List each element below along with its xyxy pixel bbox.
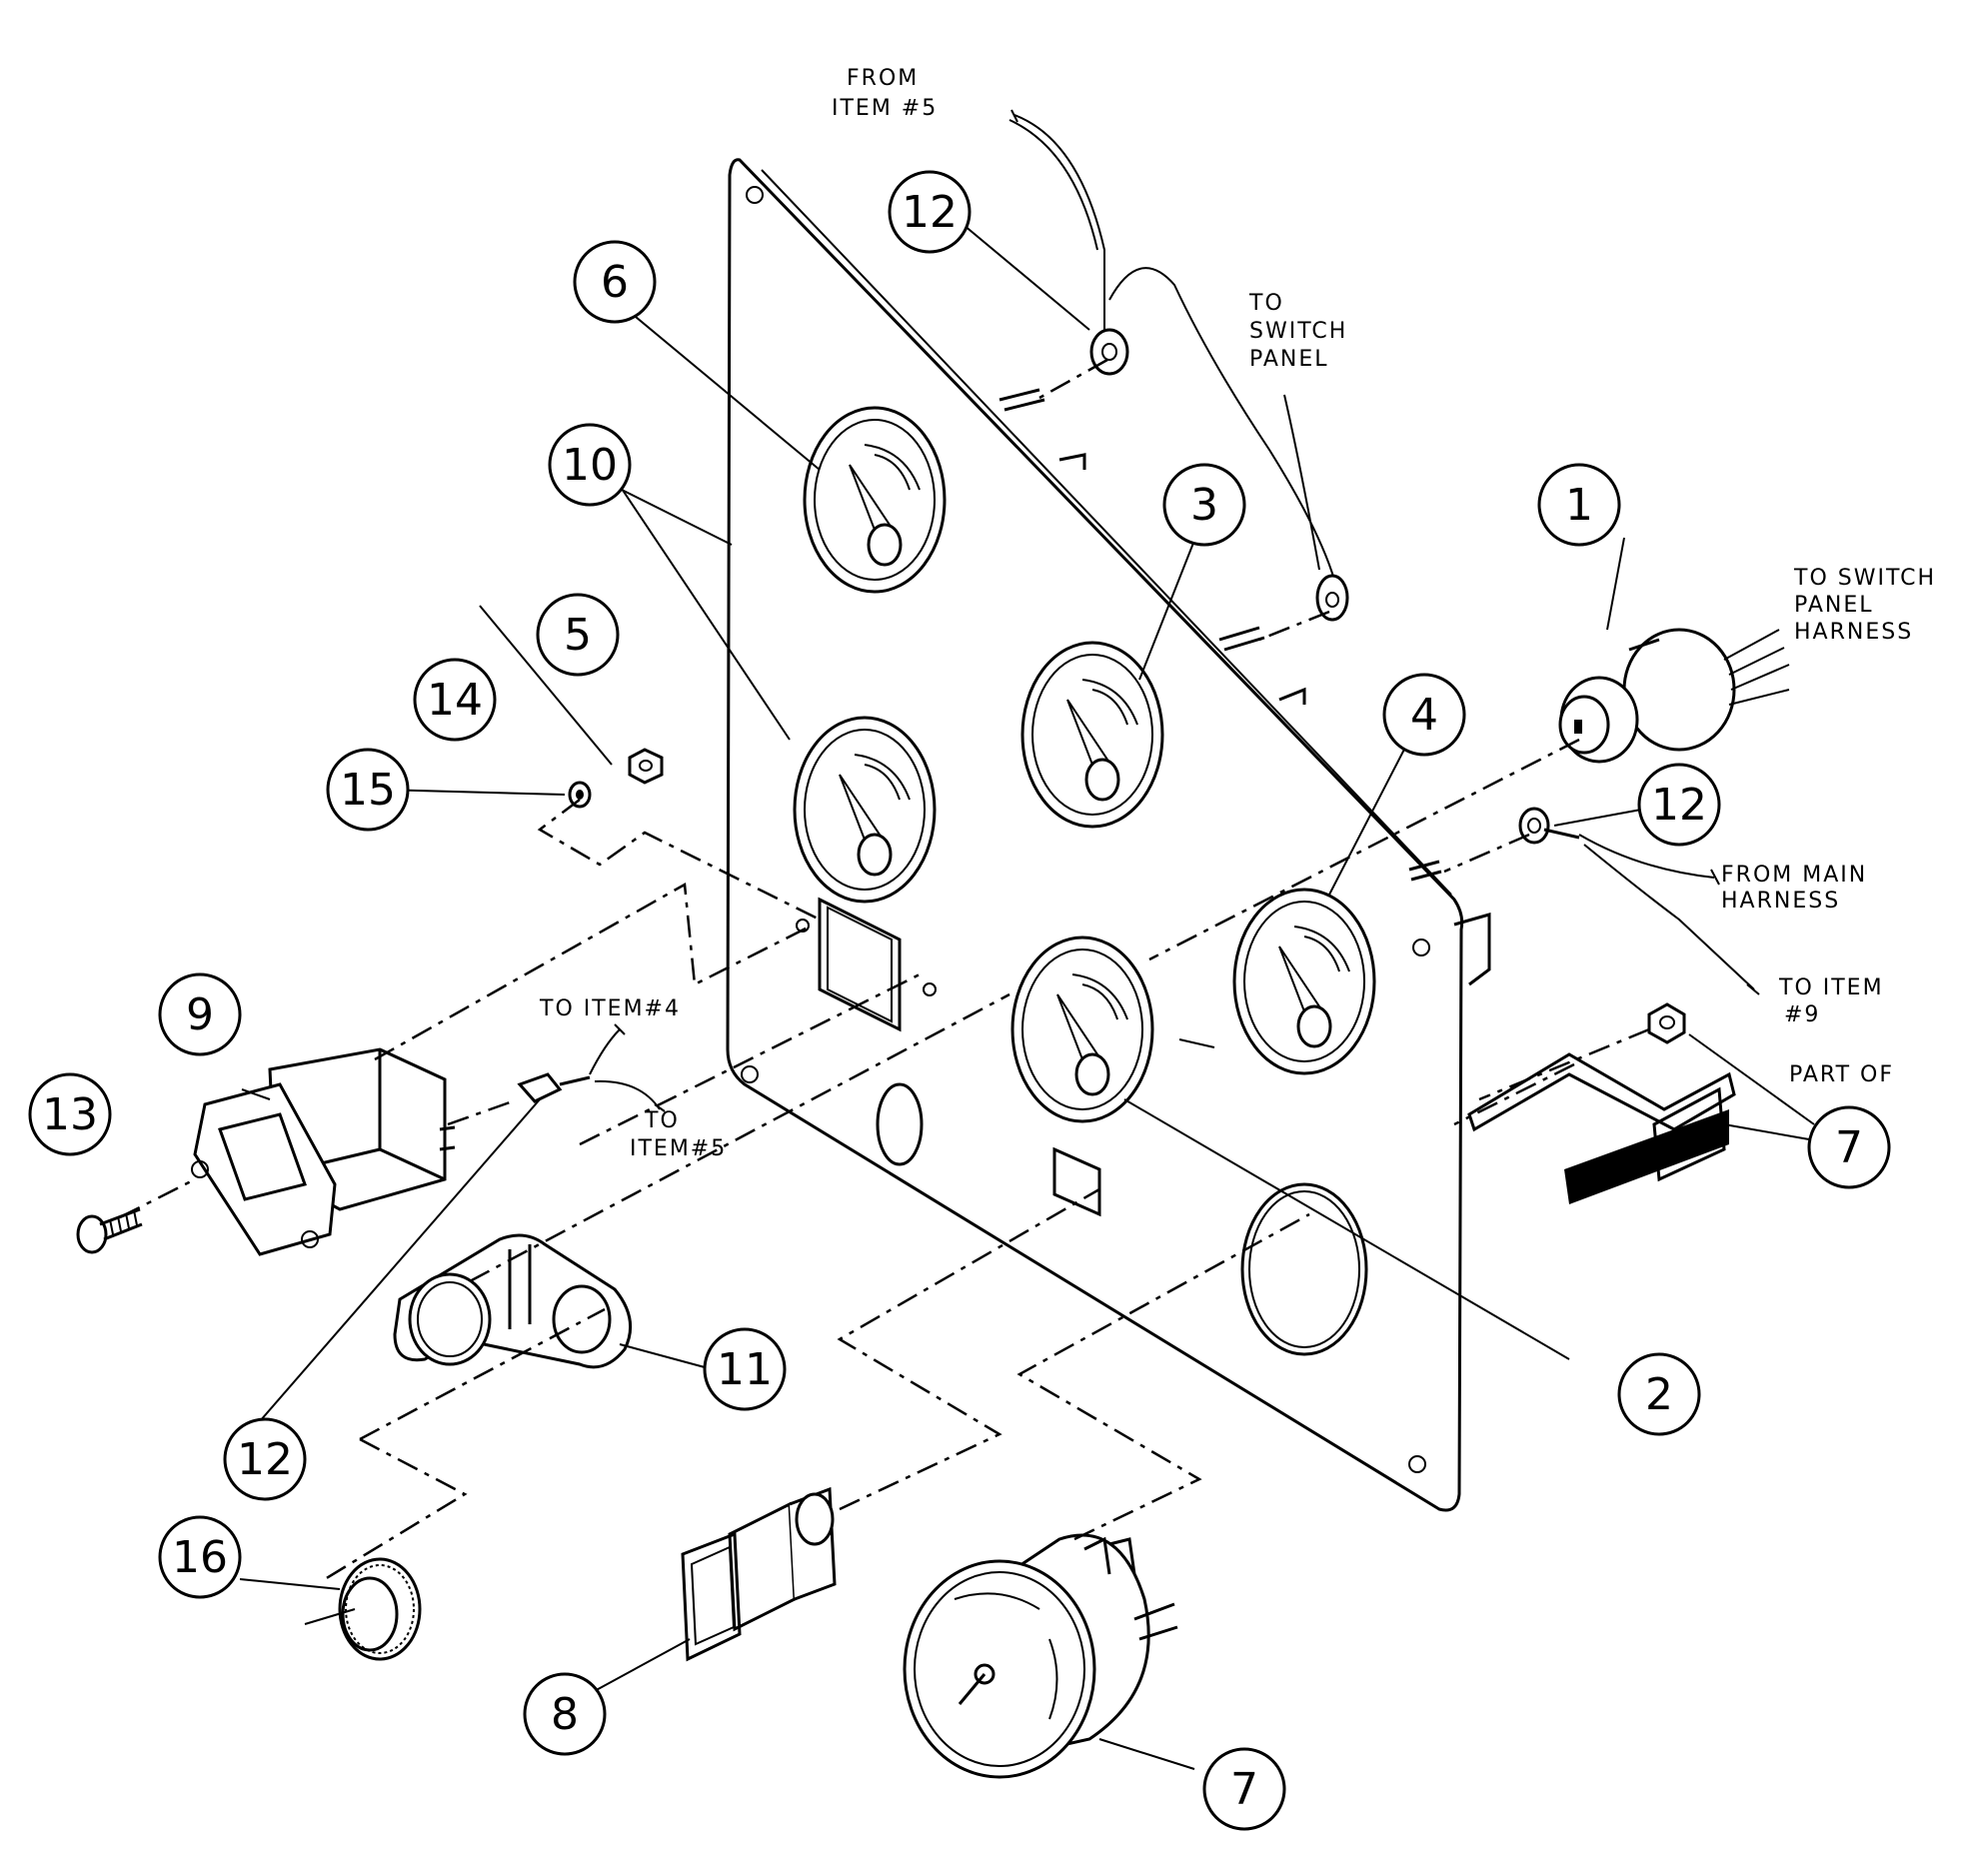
note-to-item5b-l2: ITEM#5 bbox=[630, 1136, 727, 1161]
gauge-2 bbox=[1010, 936, 1154, 1123]
large-gauge-cutout bbox=[1240, 1182, 1368, 1356]
note-to-item4: TO ITEM#4 bbox=[539, 996, 681, 1021]
svg-text:16: 16 bbox=[172, 1532, 228, 1583]
note-part-of: PART OF bbox=[1789, 1062, 1894, 1087]
note-to-switch-harness-l1: TO SWITCH bbox=[1793, 566, 1936, 591]
callout-4: 4 bbox=[1382, 673, 1466, 757]
callout-9: 9 bbox=[158, 972, 242, 1056]
note-to-switch-harness-l3: HARNESS bbox=[1794, 620, 1913, 645]
note-to-switch-panel-l2: SWITCH bbox=[1249, 319, 1347, 344]
svg-text:13: 13 bbox=[42, 1089, 98, 1140]
wires bbox=[517, 109, 1760, 1112]
oval-cutout bbox=[876, 1082, 924, 1166]
bracket bbox=[1467, 1002, 1736, 1204]
callout-1: 1 bbox=[1537, 463, 1621, 547]
svg-text:9: 9 bbox=[186, 989, 214, 1040]
callout-12a: 12 bbox=[888, 170, 972, 254]
bezel-plate bbox=[393, 1233, 633, 1369]
note-to-switch-harness-l2: PANEL bbox=[1794, 593, 1874, 618]
note-to-switch-panel-l3: PANEL bbox=[1249, 347, 1329, 372]
svg-text:3: 3 bbox=[1190, 480, 1218, 531]
callout-6: 6 bbox=[573, 240, 657, 324]
note-from-item5-l2: ITEM #5 bbox=[832, 96, 938, 121]
svg-text:4: 4 bbox=[1410, 690, 1438, 741]
svg-text:12: 12 bbox=[902, 187, 958, 238]
studs bbox=[998, 388, 1491, 986]
small-hole bbox=[923, 982, 937, 996]
ring-nut bbox=[338, 1557, 422, 1661]
mount-hole bbox=[741, 1065, 759, 1083]
svg-text:2: 2 bbox=[1645, 1369, 1673, 1420]
svg-text:1: 1 bbox=[1565, 480, 1593, 531]
svg-text:11: 11 bbox=[717, 1344, 773, 1395]
svg-text:7: 7 bbox=[1230, 1764, 1258, 1815]
note-from-main-l1: FROM MAIN bbox=[1721, 863, 1867, 888]
svg-text:7: 7 bbox=[1835, 1122, 1863, 1173]
svg-text:12: 12 bbox=[1651, 780, 1707, 831]
callouts: 1 2 3 4 5 6 7 7 8 9 10 11 12 12 12 13 14… bbox=[28, 170, 1891, 1831]
svg-text:6: 6 bbox=[601, 257, 629, 308]
svg-text:12: 12 bbox=[237, 1434, 293, 1485]
callout-5: 5 bbox=[536, 593, 620, 677]
leader-lines bbox=[239, 219, 1815, 1770]
callout-12c: 12 bbox=[223, 1417, 307, 1501]
mount-hole bbox=[746, 186, 764, 204]
screw bbox=[76, 1207, 143, 1254]
assembly-lines bbox=[119, 358, 1650, 1625]
small-hole bbox=[796, 919, 810, 933]
instrument-panel bbox=[726, 158, 1464, 1512]
callout-7b: 7 bbox=[1202, 1747, 1286, 1831]
switch-cutout bbox=[1052, 1146, 1101, 1217]
push-button bbox=[681, 1486, 837, 1662]
gauge-4 bbox=[1232, 888, 1376, 1075]
svg-text:10: 10 bbox=[562, 440, 618, 491]
hour-meter bbox=[191, 1047, 456, 1256]
gauge-6 bbox=[803, 406, 947, 594]
callout-13: 13 bbox=[28, 1072, 112, 1156]
svg-text:5: 5 bbox=[564, 610, 592, 661]
svg-text:15: 15 bbox=[340, 765, 396, 816]
note-from-item5-l1: FROM bbox=[847, 66, 919, 91]
gauge-5 bbox=[793, 716, 937, 904]
callout-7a: 7 bbox=[1807, 1105, 1891, 1189]
svg-text:8: 8 bbox=[551, 1689, 579, 1740]
callout-15: 15 bbox=[326, 748, 410, 832]
key-switch bbox=[1558, 628, 1790, 764]
gauge-3 bbox=[1020, 641, 1164, 829]
callout-2: 2 bbox=[1617, 1352, 1701, 1436]
mount-hole bbox=[1408, 1455, 1426, 1473]
large-gauge bbox=[903, 1533, 1178, 1779]
wiring-notes: FROM ITEM #5 TO SWITCH PANEL TO SWITCH P… bbox=[539, 66, 1936, 1161]
callout-11: 11 bbox=[703, 1327, 787, 1411]
callout-3: 3 bbox=[1162, 463, 1246, 547]
meter-cutout bbox=[818, 897, 902, 1032]
callout-8: 8 bbox=[523, 1672, 607, 1756]
callout-16: 16 bbox=[158, 1515, 242, 1599]
note-from-main-l2: HARNESS bbox=[1721, 889, 1840, 914]
mount-hole bbox=[1412, 938, 1430, 956]
callout-12b: 12 bbox=[1637, 763, 1721, 847]
note-to-item5b-l1: TO bbox=[644, 1108, 680, 1133]
callout-14: 14 bbox=[413, 658, 497, 742]
note-to-item9-l1: TO ITEM bbox=[1778, 975, 1884, 1000]
note-to-item9-l2: #9 bbox=[1784, 1002, 1820, 1027]
callout-10: 10 bbox=[548, 423, 632, 507]
nut-and-washer bbox=[568, 748, 664, 809]
svg-text:14: 14 bbox=[427, 675, 483, 726]
note-to-switch-panel-l1: TO bbox=[1248, 291, 1284, 316]
